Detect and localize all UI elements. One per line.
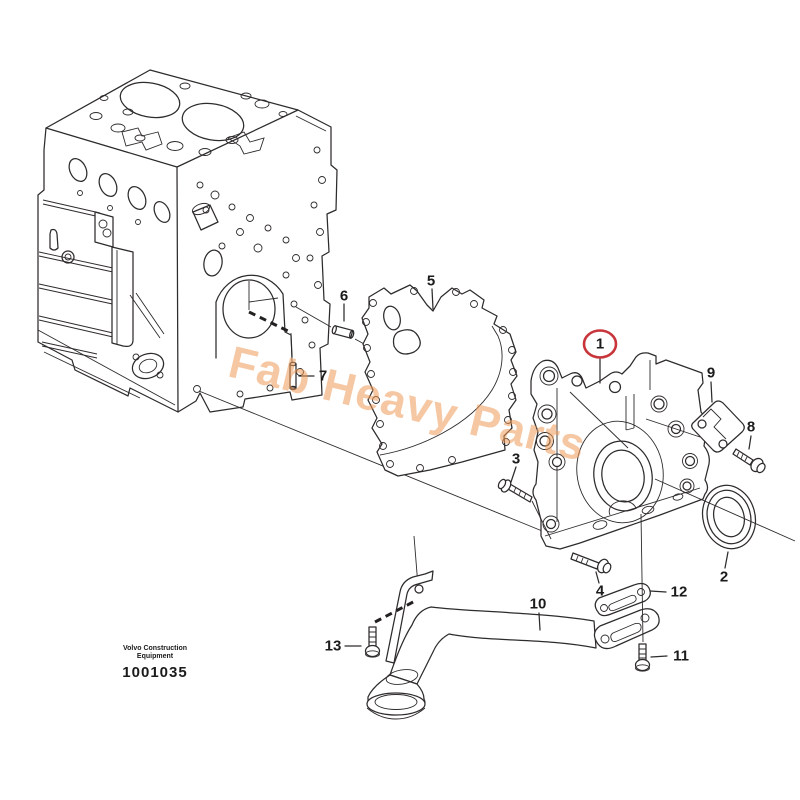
pump-bolt-holes xyxy=(536,366,698,533)
callout-8: 8 xyxy=(746,418,756,436)
callout-6: 6 xyxy=(339,287,349,305)
block-front-face xyxy=(191,146,326,398)
callout-12: 12 xyxy=(670,583,688,601)
seal-ring-part-2-drawing xyxy=(701,484,757,550)
alignment-line-bracket-9 xyxy=(645,418,701,438)
bolt-part-13-drawing xyxy=(364,626,381,658)
callout-1: 1 xyxy=(595,335,605,353)
gasket-5-bolt-holes xyxy=(362,287,517,472)
callout-10: 10 xyxy=(529,595,547,613)
block-left-face xyxy=(37,157,176,406)
callout-2: 2 xyxy=(719,568,729,586)
alignment-line-stud-7 xyxy=(290,332,293,363)
block-top-holes xyxy=(89,82,288,156)
brand-text-line2: Equipment xyxy=(136,653,174,660)
callout-3: 3 xyxy=(511,450,521,468)
cover-bracket-part-9-drawing xyxy=(691,400,745,453)
projection-line-through-seal xyxy=(654,478,796,542)
alignment-dashed-line-bolt-13 xyxy=(374,599,416,624)
brand-text-line1: Volvo Construction xyxy=(122,645,188,652)
bolt-part-8-drawing xyxy=(732,448,766,474)
alignment-line-pin-6 xyxy=(295,306,332,328)
figure-number: 1001035 xyxy=(122,664,188,681)
callout-4: 4 xyxy=(595,582,605,600)
callout-13: 13 xyxy=(324,637,342,655)
bolt-part-3-drawing xyxy=(497,478,552,540)
callout-7: 7 xyxy=(318,367,328,385)
bolt-part-4-drawing xyxy=(570,552,612,574)
highlight-circle-part-1 xyxy=(582,329,618,359)
engine-block-drawing xyxy=(37,69,338,413)
projection-line-block-to-pump xyxy=(198,390,553,536)
callout-leader-lines xyxy=(298,288,752,658)
flange-gasket-part-12-drawing xyxy=(594,582,651,617)
callout-9: 9 xyxy=(706,364,716,382)
footer-block: Volvo Construction Equipment 1001035 xyxy=(96,645,214,681)
tube-support-bracket xyxy=(385,570,434,664)
callout-5: 5 xyxy=(426,272,436,290)
alignment-dashed-line-pin xyxy=(248,310,291,334)
oil-pump-part-1-drawing xyxy=(530,352,710,550)
suction-tube-part-10-drawing xyxy=(366,535,597,720)
strainer-rim xyxy=(366,692,426,716)
gasket-part-5-drawing xyxy=(361,284,518,477)
dowel-pin-part-6-drawing xyxy=(331,325,355,339)
alignment-line-bolt-11 xyxy=(640,513,644,643)
bolt-part-11-drawing xyxy=(634,643,651,672)
stud-part-7-drawing xyxy=(289,361,297,391)
callout-11: 11 xyxy=(673,647,689,665)
